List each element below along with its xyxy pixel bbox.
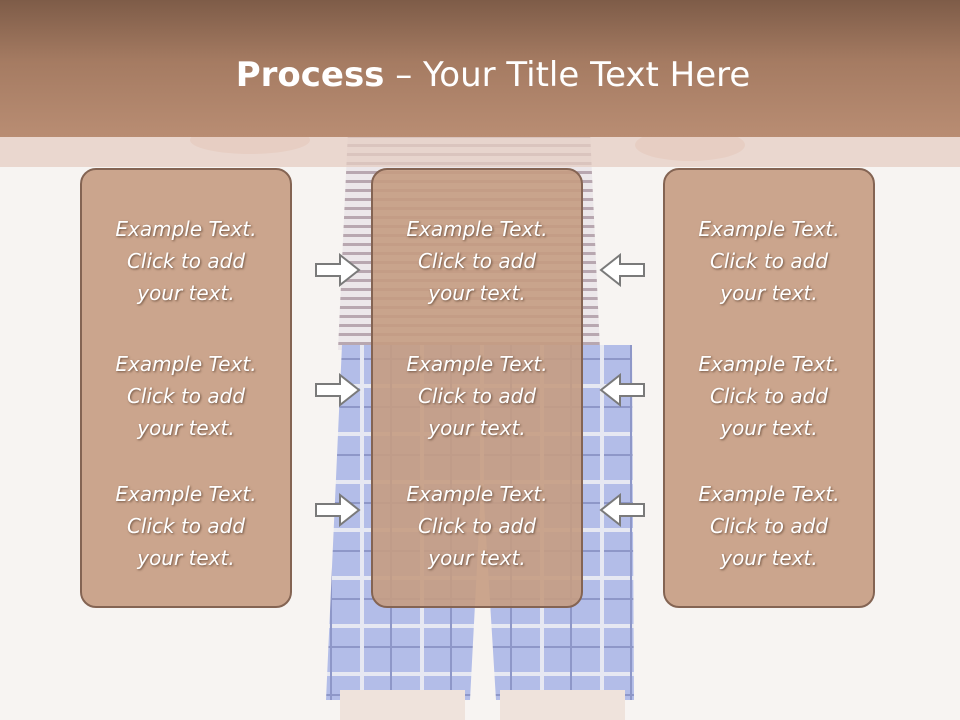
text-item[interactable]: Example Text. Click to add your text. [82,478,290,574]
text-line: your text. [720,416,818,440]
right-arrow-icon [315,493,361,527]
slide-title[interactable]: Process – Your Title Text Here [0,52,960,98]
text-line: your text. [428,546,526,570]
text-item[interactable]: Example Text. Click to add your text. [373,213,581,309]
text-line: Click to add [417,514,537,538]
text-line: Click to add [709,384,829,408]
text-line: Example Text. [406,217,548,241]
text-item[interactable]: Example Text. Click to add your text. [373,478,581,574]
text-item[interactable]: Example Text. Click to add your text. [82,213,290,309]
text-item[interactable]: Example Text. Click to add your text. [665,478,873,574]
text-line: Click to add [126,249,246,273]
text-line: Example Text. [698,482,840,506]
title-rest: – Your Title Text Here [384,55,751,95]
text-line: your text. [720,281,818,305]
left-arrow-icon [599,253,645,287]
text-line: your text. [137,416,235,440]
text-line: Example Text. [115,352,257,376]
text-line: Click to add [417,249,537,273]
text-line: your text. [428,416,526,440]
text-box-right[interactable]: Example Text. Click to add your text. Ex… [663,168,875,608]
left-arrow-icon [599,373,645,407]
text-line: Example Text. [406,352,548,376]
text-line: your text. [720,546,818,570]
text-item[interactable]: Example Text. Click to add your text. [665,348,873,444]
text-line: Example Text. [698,352,840,376]
text-line: Example Text. [115,482,257,506]
right-arrow-icon [315,253,361,287]
text-line: Click to add [709,514,829,538]
text-box-center[interactable]: Example Text. Click to add your text. Ex… [371,168,583,608]
text-line: your text. [428,281,526,305]
left-arrow-icon [599,493,645,527]
title-strip [0,137,960,167]
text-line: Click to add [709,249,829,273]
text-item[interactable]: Example Text. Click to add your text. [373,348,581,444]
text-line: Click to add [126,514,246,538]
text-box-left[interactable]: Example Text. Click to add your text. Ex… [80,168,292,608]
text-item[interactable]: Example Text. Click to add your text. [665,213,873,309]
text-line: Click to add [417,384,537,408]
text-line: Click to add [126,384,246,408]
title-bold: Process [235,55,385,95]
text-item[interactable]: Example Text. Click to add your text. [82,348,290,444]
text-line: your text. [137,281,235,305]
title-band [0,0,960,137]
text-line: Example Text. [406,482,548,506]
right-arrow-icon [315,373,361,407]
text-line: Example Text. [115,217,257,241]
text-line: your text. [137,546,235,570]
text-line: Example Text. [698,217,840,241]
